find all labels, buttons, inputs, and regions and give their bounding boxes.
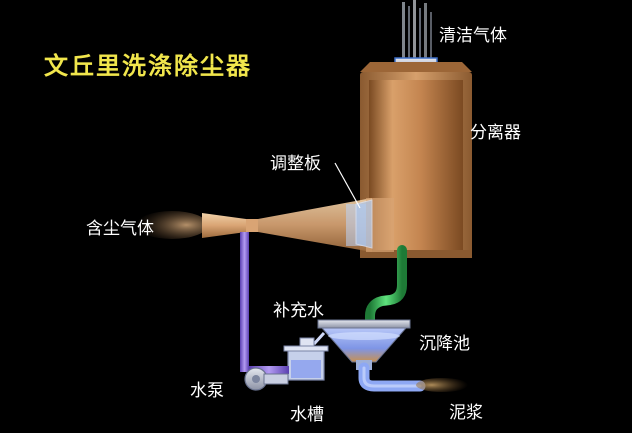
label-separator: 分离器	[470, 123, 521, 143]
label-makeup-water: 补充水	[273, 301, 324, 321]
water-tank-graphic	[283, 331, 329, 381]
page-title: 文丘里洗涤除尘器	[44, 51, 252, 80]
label-water-tank: 水槽	[290, 405, 324, 425]
drain-pipe	[365, 245, 407, 350]
venturi-tube	[136, 198, 394, 252]
clean-gas-plume	[402, 0, 432, 66]
slurry-outlet	[358, 362, 468, 392]
baffle-plate	[334, 162, 373, 249]
settling-tank-graphic	[317, 319, 411, 370]
label-slurry: 泥浆	[449, 403, 483, 423]
label-settling-tank: 沉降池	[419, 334, 470, 354]
label-baffle: 调整板	[270, 154, 321, 174]
label-dusty-gas: 含尘气体	[86, 219, 154, 239]
label-clean-gas: 清洁气体	[439, 26, 507, 46]
pump-graphic	[244, 367, 289, 391]
circulation-pipe	[240, 232, 289, 374]
label-pump: 水泵	[190, 381, 224, 401]
